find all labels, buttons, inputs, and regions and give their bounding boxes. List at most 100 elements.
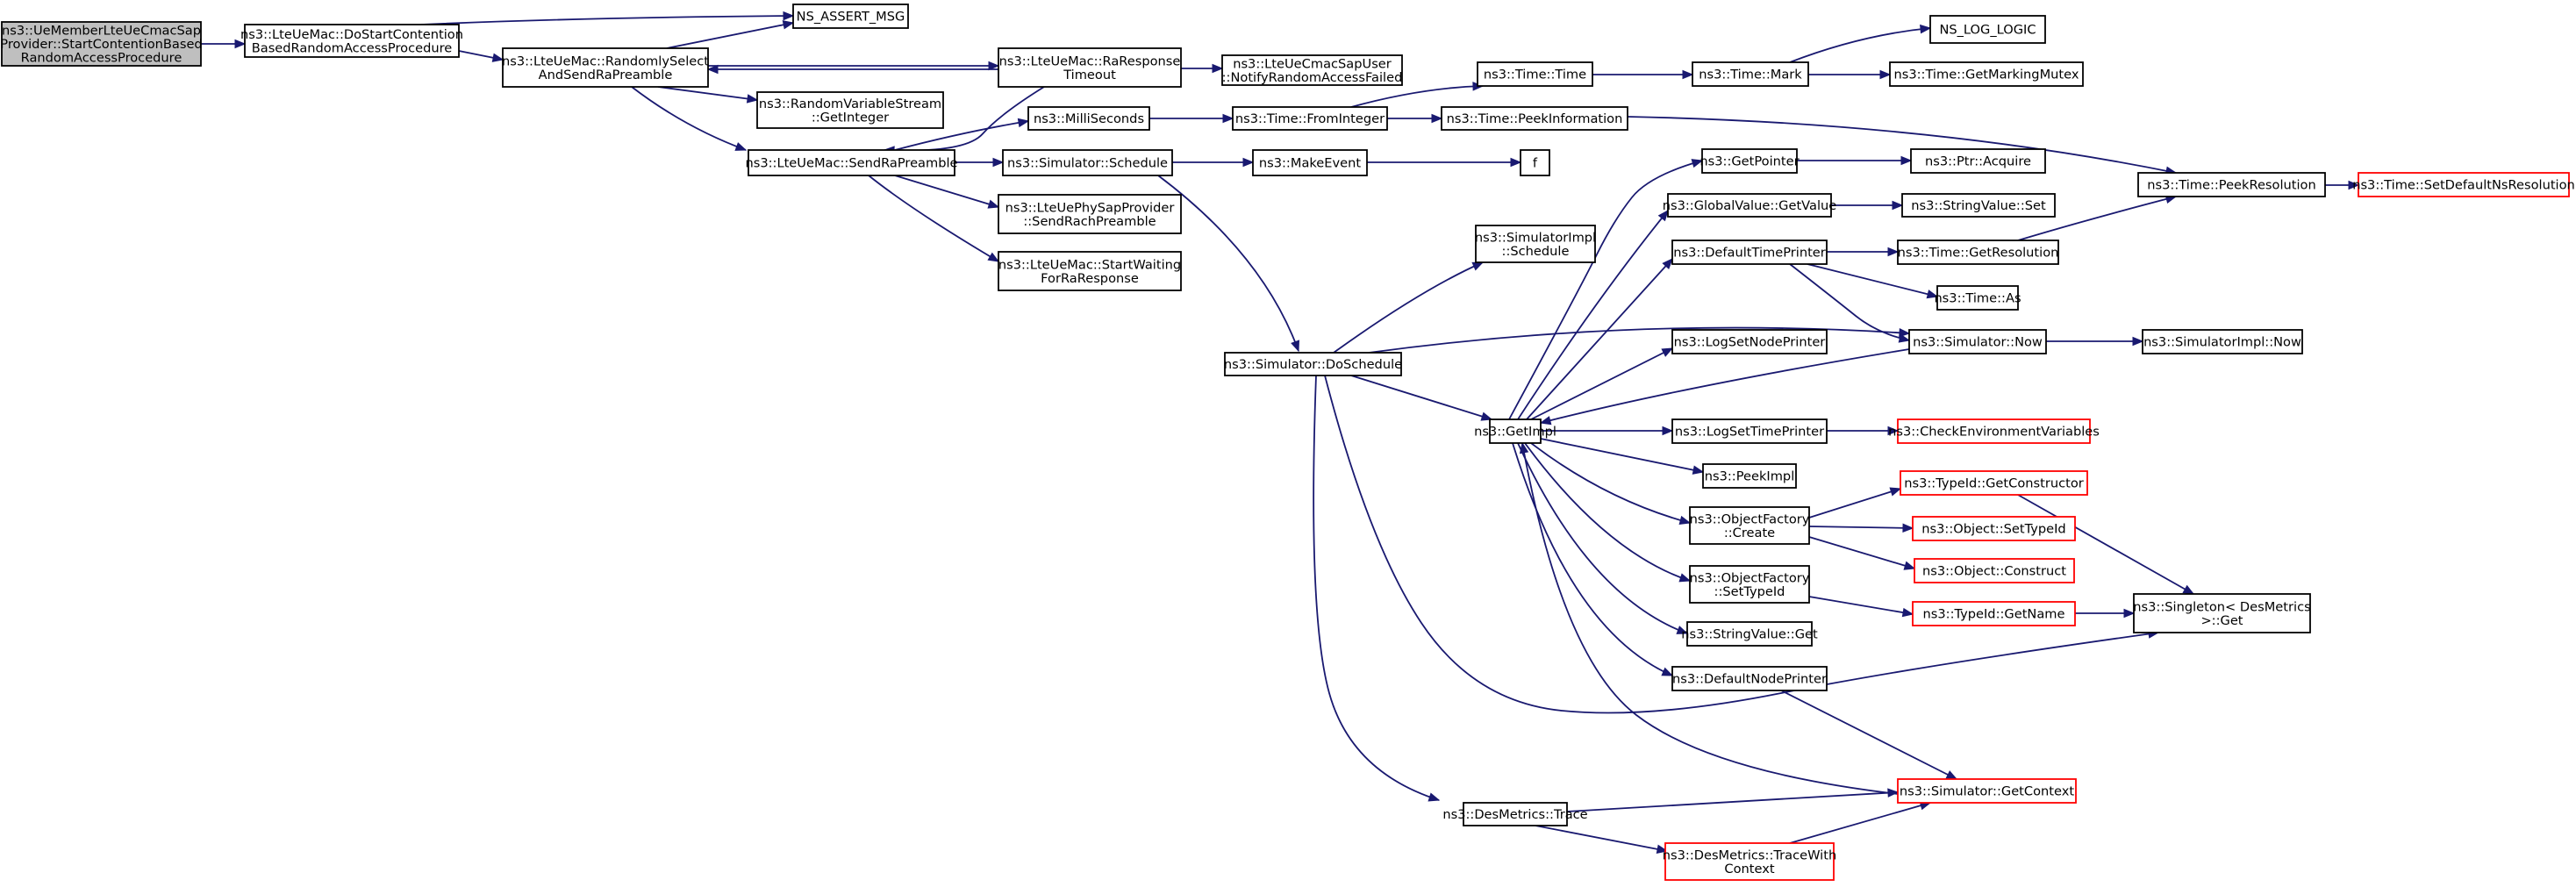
node-label: ns3::Singleton< DesMetrics (2133, 599, 2310, 614)
node-n44[interactable]: ns3::Singleton< DesMetrics>::Get (2133, 593, 2311, 633)
node-n29[interactable]: ns3::Time::PeekResolution (2137, 172, 2326, 197)
node-box (748, 149, 955, 176)
node-n23[interactable]: ns3::Ptr::Acquire (1910, 148, 2046, 174)
node-label: >::Get (2200, 613, 2243, 628)
node-n20[interactable]: ns3::SimulatorImpl::Schedule (1475, 225, 1596, 263)
node-box (2133, 593, 2311, 633)
node-box (1520, 149, 1550, 176)
node-label: ns3::StringValue::Set (1911, 198, 2046, 213)
edge-n3-to-n4 (708, 61, 1000, 71)
node-n2[interactable]: NS_ASSERT_MSG (792, 4, 909, 29)
node-label: ns3::Time::GetResolution (1898, 246, 2059, 261)
node-n31[interactable]: ns3::Simulator::Now (1908, 329, 2047, 354)
node-box (1475, 225, 1596, 263)
node-n37[interactable]: ns3::PeekImpl (1702, 463, 1797, 489)
node-n33[interactable]: ns3::LogSetNodePrinter (1671, 329, 1828, 354)
node-n15[interactable]: ns3::Time::Time (1477, 61, 1593, 87)
edge-n34-to-n46 (1512, 442, 1674, 676)
node-box (1441, 106, 1628, 131)
node-n3[interactable]: ns3::LteUeMac::RandomlySelectAndSendRaPr… (502, 47, 709, 88)
node-label: ns3::Ptr::Acquire (1925, 154, 2031, 169)
edge-n17-to-n19 (1808, 69, 1892, 80)
node-box (2142, 329, 2303, 354)
node-box (1910, 148, 2046, 174)
node-label: ::SendRachPreamble (1023, 214, 1156, 229)
node-n8[interactable]: ns3::MilliSeconds (1027, 106, 1150, 131)
node-n36[interactable]: ns3::CheckEnvironmentVariables (1888, 418, 2100, 444)
node-label: ns3::LogSetTimePrinter (1675, 425, 1824, 440)
node-label: ns3::TypeId::GetName (1923, 607, 2065, 622)
node-n45[interactable]: ns3::StringValue::Get (1681, 621, 1818, 647)
node-n47[interactable]: ns3::Simulator::GetContext (1897, 778, 2077, 804)
edge-n34-to-n24 (1517, 209, 1669, 420)
node-n26[interactable]: ns3::DefaultTimePrinter (1671, 240, 1828, 265)
node-label: ns3::Simulator::Now (1913, 335, 2043, 350)
node-n7[interactable]: ns3::LteUeMac::SendRaPreamble (745, 149, 958, 176)
node-n48[interactable]: ns3::DesMetrics::Trace (1442, 802, 1588, 826)
node-label: ::GetInteger (812, 110, 889, 125)
node-label: ns3::RandomVariableStream (759, 97, 941, 111)
node-label: ForRaResponse (1041, 271, 1139, 286)
node-n10[interactable]: ns3::LteUePhySapProvider::SendRachPreamb… (998, 194, 1182, 234)
node-n38[interactable]: ns3::ObjectFactory::Create (1689, 506, 1810, 545)
edge-n34-to-n37 (1540, 438, 1705, 475)
node-n18[interactable]: NS_LOG_LOGIC (1929, 15, 2046, 44)
edge-n31-to-n32 (2046, 336, 2144, 347)
edge-n46-to-n47 (1780, 690, 1958, 780)
node-n30[interactable]: ns3::Time::SetDefaultNsResolution (2352, 172, 2575, 197)
node-box (1897, 418, 2091, 444)
node-label: ns3::Object::Construct (1922, 564, 2066, 579)
node-label: ::Schedule (1502, 244, 1570, 259)
edge-n21-to-n48 (1313, 375, 1441, 802)
node-n22[interactable]: ns3::GetPointer (1699, 148, 1800, 174)
node-n19[interactable]: ns3::Time::GetMarkingMutex (1889, 61, 2084, 87)
node-n41[interactable]: ns3::Object::Construct (1914, 558, 2075, 583)
node-box (1671, 418, 1828, 444)
node-label: ns3::LteUePhySapProvider (1005, 200, 1175, 215)
node-n25[interactable]: ns3::StringValue::Set (1901, 193, 2056, 218)
edge-n38-to-n39 (1808, 487, 1902, 519)
node-n24[interactable]: ns3::GlobalValue::GetValue (1663, 193, 1837, 218)
node-label: ns3::Simulator::GetContext (1900, 784, 2074, 799)
node-n40[interactable]: ns3::Object::SetTypeId (1912, 516, 2076, 541)
node-n5[interactable]: ns3::LteUeCmacSapUser::NotifyRandomAcces… (1221, 54, 1403, 86)
node-label: Context (1724, 862, 1774, 876)
node-box (1692, 61, 1809, 87)
node-n35[interactable]: ns3::LogSetTimePrinter (1671, 418, 1828, 444)
node-n0[interactable]: ns3::UeMemberLteUeCmacSapProvider::Start… (0, 21, 203, 67)
node-n14[interactable]: f (1520, 149, 1550, 176)
node-n1[interactable]: ns3::LteUeMac::DoStartContentionBasedRan… (240, 24, 463, 58)
node-box (1901, 193, 2056, 218)
node-label: NS_ASSERT_MSG (797, 10, 905, 25)
node-label: ns3::DesMetrics::Trace (1442, 807, 1587, 822)
node-n13[interactable]: ns3::MakeEvent (1252, 149, 1368, 176)
node-label: ::SetTypeId (1714, 584, 1785, 599)
node-n34[interactable]: ns3::GetImpl (1474, 418, 1556, 444)
node-n12[interactable]: ns3::Time::FromInteger (1232, 106, 1388, 131)
nodes-layer: ns3::UeMemberLteUeCmacSapProvider::Start… (0, 4, 2575, 881)
node-n28[interactable]: ns3::Time::As (1934, 285, 2021, 311)
node-n16[interactable]: ns3::Time::PeekInformation (1441, 106, 1628, 131)
node-n32[interactable]: ns3::SimulatorImpl::Now (2142, 329, 2303, 354)
edge-n4-to-n5 (1181, 63, 1224, 74)
node-n6[interactable]: ns3::RandomVariableStream::GetInteger (756, 91, 944, 129)
node-box (1221, 54, 1403, 86)
node-n39[interactable]: ns3::TypeId::GetConstructor (1900, 470, 2088, 496)
edge-n3-to-n7 (631, 86, 748, 151)
node-n43[interactable]: ns3::TypeId::GetName (1912, 601, 2076, 626)
node-label: ns3::Time::GetMarkingMutex (1893, 68, 2079, 82)
node-box (1664, 842, 1835, 881)
edge-n34-to-n22 (1508, 159, 1704, 420)
edge-n7-to-n10 (894, 175, 1000, 209)
node-n9[interactable]: ns3::Simulator::Schedule (1002, 149, 1173, 176)
node-n17[interactable]: ns3::Time::Mark (1692, 61, 1809, 87)
node-n42[interactable]: ns3::ObjectFactory::SetTypeId (1689, 565, 1810, 604)
node-n21[interactable]: ns3::Simulator::DoSchedule (1224, 352, 1402, 376)
node-n27[interactable]: ns3::Time::GetResolution (1897, 240, 2059, 265)
node-n46[interactable]: ns3::DefaultNodePrinter (1671, 666, 1828, 691)
node-label: ns3::Time::PeekResolution (2147, 178, 2315, 193)
